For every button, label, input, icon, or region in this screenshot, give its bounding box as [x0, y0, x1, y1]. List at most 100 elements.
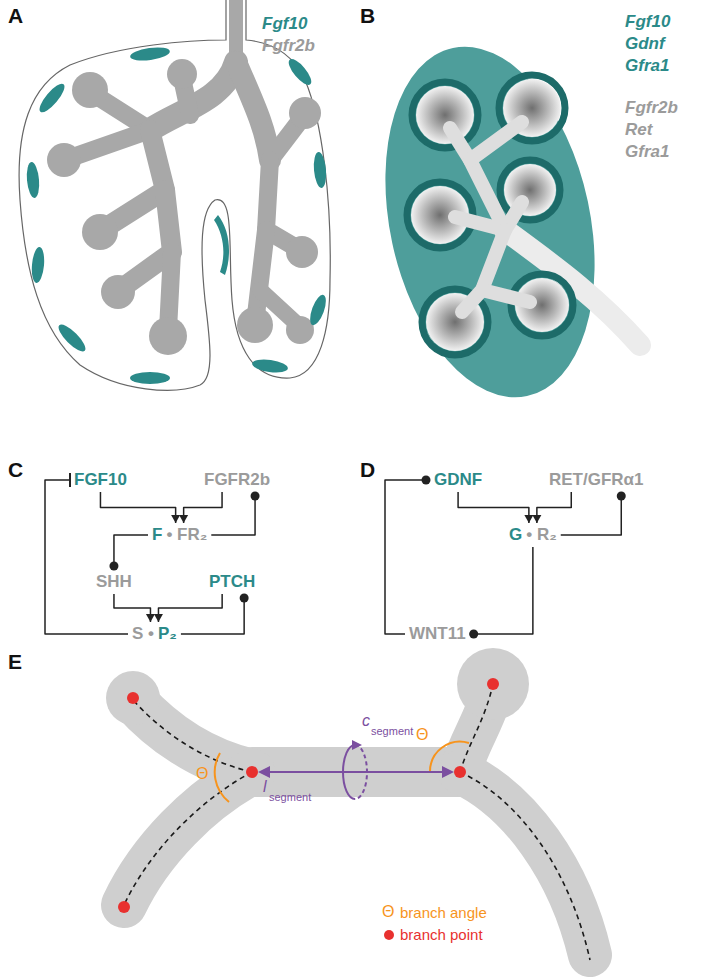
art-part [470, 122, 522, 160]
molecule-node: RET/GFRα1 [545, 468, 648, 492]
ureteric-bud-tips [411, 79, 569, 351]
connector-line [385, 480, 430, 634]
art-part [355, 745, 367, 799]
molecule-name: FGFR2b [204, 470, 270, 489]
panel-letter: D [360, 458, 375, 482]
art-part [460, 684, 493, 772]
connector-line [114, 535, 148, 570]
regulation-connector [154, 594, 222, 622]
bar-head [69, 473, 71, 487]
art-part [286, 316, 314, 344]
kidney-drawing [355, 27, 640, 417]
connector-line [45, 480, 128, 634]
art-part [412, 82, 478, 148]
gene-name: Ret [625, 120, 652, 140]
regulation-connector [561, 492, 626, 536]
molecule-name: RET/GFRα1 [549, 470, 644, 489]
angle-arc [215, 742, 469, 802]
connector-line [158, 594, 222, 622]
angle-symbol: Θ [416, 726, 428, 744]
art-part [416, 86, 474, 144]
art-part [118, 901, 130, 913]
branch-point-dot [118, 678, 499, 913]
molecule-name: WNT11 [409, 624, 466, 643]
art-part [215, 753, 229, 802]
molecule-name: FGF10 [74, 470, 127, 489]
panel-letter: C [8, 458, 23, 482]
art-part [30, 247, 45, 284]
art-part [130, 372, 170, 384]
dot-head [251, 492, 260, 501]
molecule-node: FGFR2b [200, 468, 274, 492]
molecule-node: WNT11 [405, 622, 470, 646]
art-part [106, 648, 529, 725]
branch-drawing [106, 648, 590, 960]
tube-shape [124, 690, 590, 955]
art-part [258, 766, 270, 778]
molecule-name: • R₂ [526, 525, 557, 544]
dot-head [240, 594, 249, 603]
connector-line [184, 492, 222, 523]
art-part [105, 130, 165, 228]
art-part [285, 56, 315, 88]
art-part [106, 671, 160, 725]
molecule-name: PTCH [209, 572, 255, 591]
molecule-name: F [152, 525, 162, 544]
molecule-node: GDNF [430, 468, 486, 492]
art-part [236, 62, 270, 160]
connector-line [100, 492, 175, 523]
legend-text: branch point [400, 926, 483, 944]
molecule-node: SHH [92, 570, 136, 594]
arrow-head [171, 515, 180, 523]
regulation-connector [181, 594, 249, 635]
measure-symbol: c [362, 712, 370, 730]
molecule-node: F• FR₂ [148, 523, 211, 547]
art-part [70, 130, 150, 158]
art-part [312, 152, 327, 189]
art-part [127, 692, 139, 704]
art-part [237, 307, 273, 343]
art-part [251, 358, 288, 375]
measure-subscript: segment [269, 791, 311, 804]
connector-line [561, 492, 622, 535]
measure-symbol: l [263, 778, 267, 796]
art-part [455, 217, 505, 230]
art-part [129, 45, 170, 62]
art-part [352, 740, 362, 750]
molecule-name: • FR₂ [166, 525, 207, 544]
measure-subscript: segment [371, 725, 413, 738]
art-part [307, 293, 329, 327]
arrow-head [146, 614, 155, 622]
arrow-head [524, 515, 533, 523]
panel-letter: E [8, 650, 22, 674]
molecule-name: GDNF [434, 470, 482, 489]
dot-head [422, 476, 431, 485]
dot-head [109, 562, 118, 571]
art-part [167, 59, 197, 89]
gene-name: Gfra1 [625, 142, 669, 162]
regulation-connector [458, 492, 533, 523]
molecule-node: PTCH [205, 570, 259, 594]
art-part [36, 80, 68, 115]
art-part [133, 700, 252, 772]
art-part [487, 678, 499, 690]
art-part [149, 317, 187, 355]
panel-letter: B [360, 4, 375, 28]
art-part [482, 290, 530, 302]
regulation-connector [109, 535, 148, 571]
dot-head [617, 492, 626, 501]
cap-mesenchyme [407, 75, 573, 355]
art-part [343, 745, 355, 799]
regulation-connector [469, 547, 533, 639]
arrow-head [154, 614, 163, 622]
molecule-name: SHH [96, 572, 132, 591]
gene-name: Gfra1 [625, 56, 669, 76]
art-part [25, 162, 40, 199]
regulation-connector [532, 492, 571, 523]
art-part [457, 648, 529, 720]
regulation-connector [100, 492, 180, 523]
regulation-connector [45, 473, 128, 634]
